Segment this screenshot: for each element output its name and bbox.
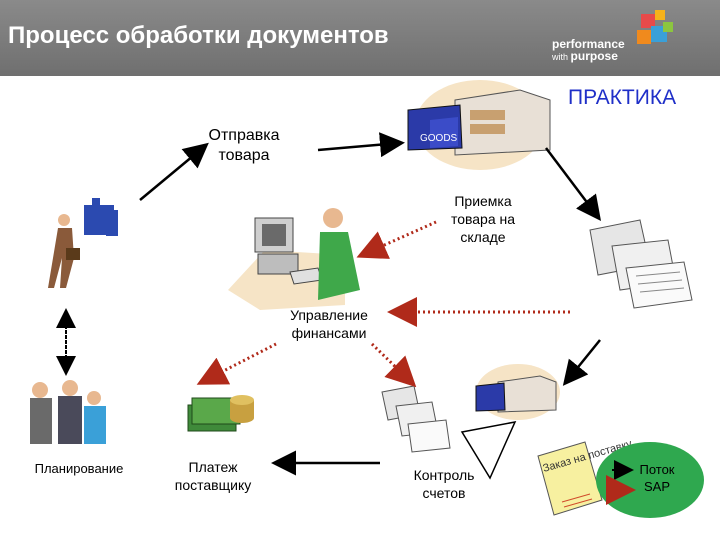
arrow-documents-to-truck [562, 339, 601, 386]
shipping-truck-icon: GOODS [407, 80, 551, 170]
arrow-shipping-to-truck [317, 132, 405, 158]
finance-workstation-icon [228, 208, 360, 310]
label-planning: Планирование [34, 461, 124, 476]
practice-badge: ПРАКТИКА [568, 86, 677, 109]
label-shipping: Отправка товара [208, 127, 280, 164]
label-invoice-control: Контроль счетов [413, 467, 475, 501]
sap-arrow-finance-to-invoice [370, 342, 417, 388]
received-documents-icon [589, 219, 693, 309]
delivery-truck-icon [475, 364, 560, 420]
sap-arrow-receiving-to-finance [356, 220, 437, 259]
legend-label: Поток SAP [639, 462, 675, 494]
planning-meeting-icon [30, 380, 106, 444]
label-receiving: Приемка товара на складе [450, 193, 516, 245]
invoice-documents-icon [381, 385, 451, 453]
logo-line-2-prefix: with [552, 52, 569, 62]
label-payment: Платеж поставщику [174, 459, 252, 493]
logo-line-2-main: purpose [570, 49, 618, 63]
arrow-to-shipping [139, 142, 209, 201]
brand-logo-text: performance with purpose [552, 38, 625, 63]
header-bar: Процесс обработки документов performance… [0, 0, 720, 76]
process-triangle [460, 420, 517, 480]
arrow-truck-to-documents [545, 147, 602, 221]
label-finance: Управление финансами [290, 307, 368, 341]
truck-label: GOODS [420, 133, 458, 144]
sap-arrow-finance-to-payment [196, 342, 277, 385]
page-title: Процесс обработки документов [8, 22, 389, 49]
logo-line-1: performance [552, 37, 625, 51]
sap-flow-legend [596, 442, 704, 518]
payment-money-icon [187, 395, 254, 432]
brand-logo-icon [637, 10, 673, 44]
logo-line-2: with purpose [552, 50, 625, 63]
business-traveler-icon [48, 198, 118, 288]
